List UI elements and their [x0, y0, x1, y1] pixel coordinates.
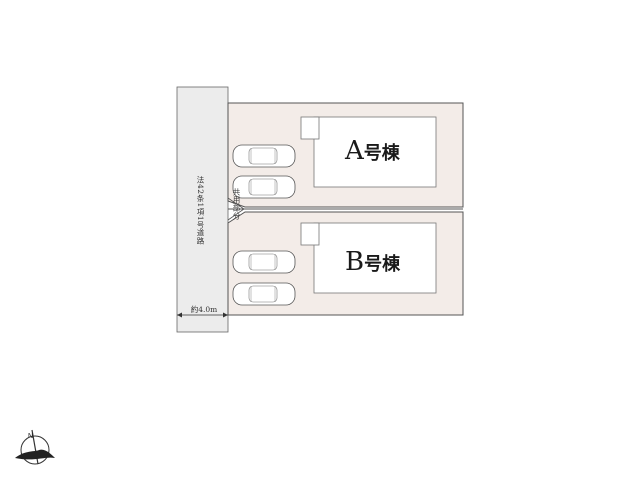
building-a-letter: A: [345, 136, 364, 166]
building-a-label: A号棟: [345, 136, 400, 166]
north-label: N: [28, 433, 33, 440]
road: [176, 86, 229, 333]
road-width-dimension: [177, 312, 228, 318]
building-b-entrance: [300, 222, 320, 246]
building-b-label: B号棟: [345, 247, 400, 277]
car-icon: [232, 250, 296, 274]
parking-cars: [232, 144, 296, 306]
car-icon: [232, 282, 296, 306]
building-a: [313, 116, 437, 188]
north-arrow-icon: [15, 429, 55, 465]
road-width-label: 約4.0m: [190, 305, 218, 314]
car-icon: [232, 175, 296, 199]
building-b: [313, 222, 437, 294]
building-b-suffix: 号棟: [364, 254, 401, 275]
shared-area-label: 共用部分: [232, 188, 241, 220]
road-label: 法42条1項1号道路: [196, 176, 205, 246]
shared-access-wedge: [227, 197, 245, 221]
building-b-letter: B: [345, 247, 365, 277]
car-icon: [232, 144, 296, 168]
building-a-entrance: [300, 116, 320, 140]
building-a-suffix: 号棟: [363, 143, 400, 164]
